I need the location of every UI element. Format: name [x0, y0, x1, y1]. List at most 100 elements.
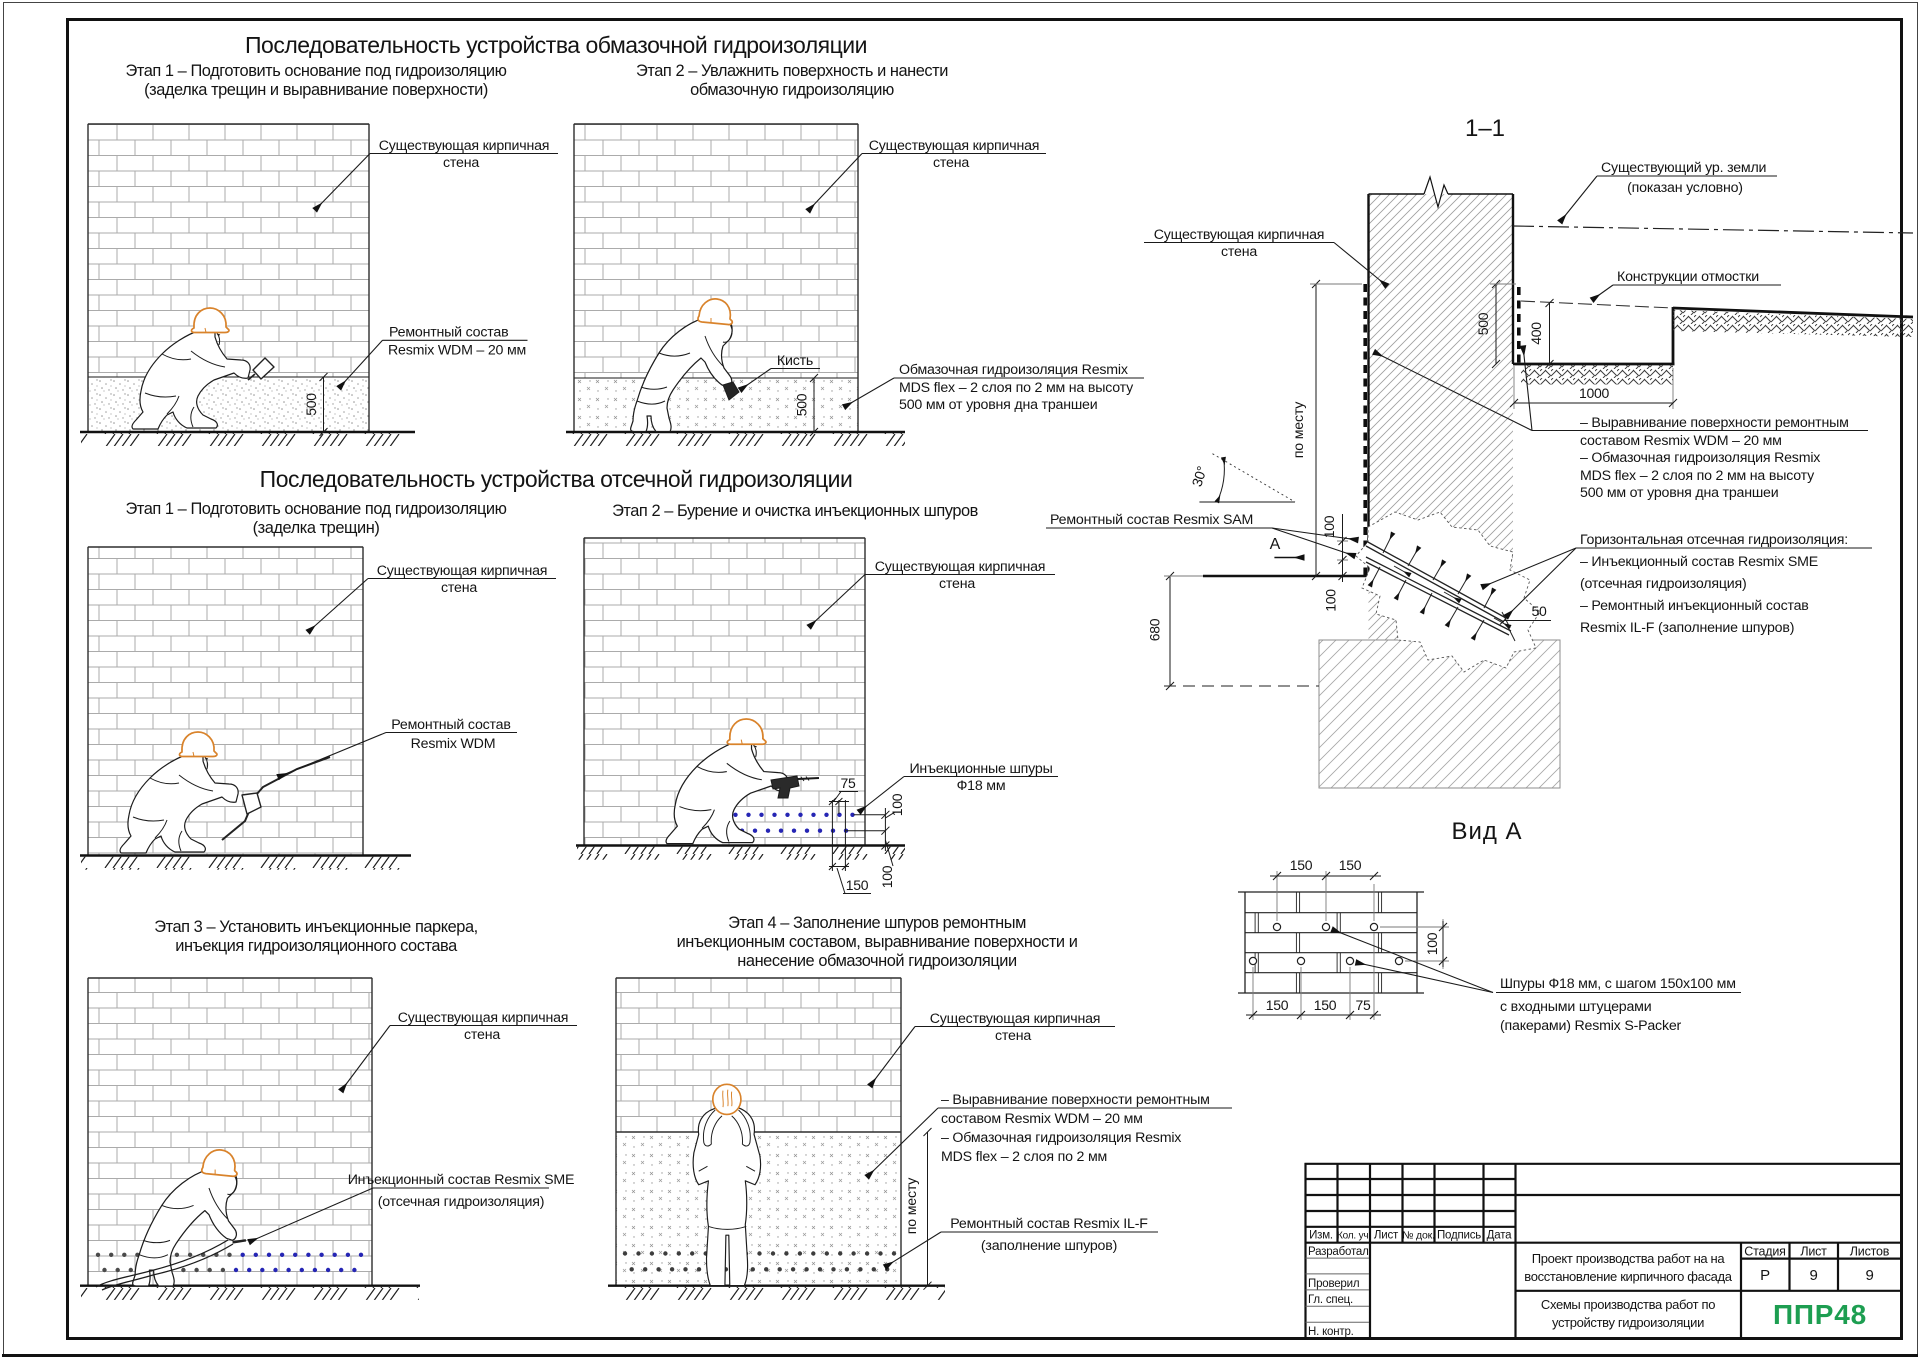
svg-text:(показан условно): (показан условно): [1627, 180, 1743, 196]
svg-text:А: А: [1270, 536, 1281, 553]
svg-text:Resmix WDM – 20 мм: Resmix WDM – 20 мм: [388, 343, 526, 359]
svg-text:обмазочную гидроизоляцию: обмазочную гидроизоляцию: [690, 81, 894, 99]
svg-text:MDS flex – 2 слоя по 2 мм: MDS flex – 2 слоя по 2 мм: [941, 1149, 1107, 1165]
svg-text:MDS flex – 2 слоя по 2 мм на в: MDS flex – 2 слоя по 2 мм на высоту: [899, 380, 1134, 396]
svg-text:Обмазочная гидроизоляция Resmi: Обмазочная гидроизоляция Resmix: [899, 362, 1128, 378]
svg-text:(заполнение шпуров): (заполнение шпуров): [981, 1238, 1117, 1254]
svg-text:Этап 2 – Увлажнить поверхность: Этап 2 – Увлажнить поверхность и нанести: [636, 62, 948, 80]
svg-text:100: 100: [1323, 589, 1339, 612]
svg-text:Стадия: Стадия: [1744, 1245, 1785, 1259]
svg-text:Ремонтный состав Resmix IL-F: Ремонтный состав Resmix IL-F: [950, 1216, 1148, 1232]
svg-text:Существующая кирпичная: Существующая кирпичная: [1154, 227, 1325, 243]
svg-text:– Обмазочная гидроизоляция Res: – Обмазочная гидроизоляция Resmix: [1580, 450, 1820, 466]
svg-text:(отсечная гидроизоляция): (отсечная гидроизоляция): [378, 1194, 545, 1210]
svg-text:Лист: Лист: [1800, 1245, 1827, 1259]
svg-text:150: 150: [1266, 997, 1289, 1013]
svg-text:с входными штуцерами: с входными штуцерами: [1500, 999, 1651, 1015]
svg-text:устройству гидроизоляции: устройству гидроизоляции: [1552, 1315, 1704, 1330]
svg-text:Этап 1 – Подготовить основание: Этап 1 – Подготовить основание под гидро…: [126, 62, 507, 80]
svg-text:500: 500: [303, 393, 319, 416]
svg-text:Этап 3 – Установить инъекцион: Этап 3 – Установить инъекционные паркера…: [154, 918, 477, 936]
svg-text:100: 100: [1321, 515, 1337, 538]
svg-text:150: 150: [1339, 857, 1362, 873]
svg-text:Горизонтальная отсечная гидрои: Горизонтальная отсечная гидроизоляция:: [1580, 532, 1848, 548]
svg-text:Последовательность устройства: Последовательность устройства отсечной г…: [260, 466, 853, 492]
svg-text:стена: стена: [464, 1027, 500, 1043]
svg-text:500: 500: [794, 393, 810, 416]
svg-text:Изм.: Изм.: [1309, 1230, 1333, 1242]
svg-text:(заделка трещин): (заделка трещин): [253, 519, 380, 537]
svg-text:Этап 1 – Подготовить основание: Этап 1 – Подготовить основание под гидро…: [126, 500, 507, 518]
svg-text:Этап 2 – Бурение и очистка инъ: Этап 2 – Бурение и очистка инъекционных …: [612, 502, 978, 520]
svg-text:по месту: по месту: [1291, 401, 1307, 459]
svg-text:Разработал: Разработал: [1308, 1246, 1369, 1258]
svg-text:Кисть: Кисть: [777, 353, 813, 369]
svg-text:– Выравнивание поверхности рем: – Выравнивание поверхности ремонтным: [1580, 415, 1849, 431]
svg-text:– Выравнивание поверхности рем: – Выравнивание поверхности ремонтным: [941, 1092, 1210, 1108]
svg-text:стена: стена: [443, 155, 479, 171]
svg-text:инъекционным составом, выравни: инъекционным составом, выравнивание пове…: [677, 933, 1078, 951]
svg-text:Проект производства работ на н: Проект производства работ на на: [1532, 1251, 1726, 1266]
svg-text:Листов: Листов: [1850, 1245, 1890, 1259]
svg-text:1–1: 1–1: [1465, 115, 1505, 142]
svg-text:Последовательность устройства: Последовательность устройства обмазочной…: [245, 32, 867, 58]
svg-text:Существующий ур. земли: Существующий ур. земли: [1601, 160, 1766, 176]
svg-text:(пакерами) Resmix S-Packer: (пакерами) Resmix S-Packer: [1500, 1018, 1682, 1034]
svg-text:Вид А: Вид А: [1451, 818, 1522, 845]
svg-text:Дата: Дата: [1487, 1230, 1512, 1242]
svg-text:Этап 4 – Заполнение шпуров рем: Этап 4 – Заполнение шпуров ремонтным: [728, 914, 1026, 932]
svg-text:50: 50: [1532, 603, 1547, 619]
svg-text:9: 9: [1809, 1267, 1817, 1284]
svg-text:Существующая кирпичная: Существующая кирпичная: [869, 138, 1040, 154]
svg-text:500: 500: [1475, 312, 1491, 335]
svg-text:инъекция гидроизоляционного со: инъекция гидроизоляционного состава: [175, 937, 458, 955]
svg-text:– Обмазочная гидроизоляция Res: – Обмазочная гидроизоляция Resmix: [941, 1130, 1181, 1146]
svg-text:Шпуры Ф18 мм, с шагом 150х100: Шпуры Ф18 мм, с шагом 150х100 мм: [1500, 976, 1736, 992]
svg-text:(заделка трещин и выравнивание: (заделка трещин и выравнивание поверхнос…: [144, 81, 488, 99]
svg-text:стена: стена: [933, 155, 969, 171]
svg-text:нанесение обмазочной гидроизол: нанесение обмазочной гидроизоляции: [737, 952, 1017, 970]
svg-text:стена: стена: [939, 576, 975, 592]
svg-text:Проверил: Проверил: [1308, 1278, 1359, 1290]
svg-text:ППР48: ППР48: [1773, 1299, 1867, 1330]
svg-text:Существующая кирпичная: Существующая кирпичная: [398, 1010, 569, 1026]
svg-text:Ф18 мм: Ф18 мм: [957, 778, 1006, 794]
svg-text:Р: Р: [1760, 1267, 1770, 1284]
svg-text:150: 150: [846, 877, 869, 893]
svg-text:№ док.: № док.: [1402, 1230, 1434, 1242]
svg-text:Инъекционные шпуры: Инъекционные шпуры: [909, 761, 1052, 777]
svg-text:составом Resmix WDM – 20 мм: составом Resmix WDM – 20 мм: [1580, 433, 1782, 449]
svg-text:Н. контр.: Н. контр.: [1308, 1326, 1354, 1338]
svg-text:Существующая кирпичная: Существующая кирпичная: [377, 563, 548, 579]
svg-text:Гл. спец.: Гл. спец.: [1308, 1294, 1353, 1306]
svg-text:MDS flex – 2 слоя по 2 мм на в: MDS flex – 2 слоя по 2 мм на высоту: [1580, 468, 1815, 484]
svg-text:Ремонтный состав: Ремонтный состав: [391, 717, 510, 733]
svg-text:Существующая кирпичная: Существующая кирпичная: [875, 559, 1046, 575]
svg-text:Существующая кирпичная: Существующая кирпичная: [379, 138, 550, 154]
svg-text:100: 100: [879, 865, 895, 888]
svg-text:9: 9: [1865, 1267, 1873, 1284]
svg-text:(отсечная гидроизоляция): (отсечная гидроизоляция): [1580, 576, 1747, 592]
svg-text:– Ремонтный инъекционный соста: – Ремонтный инъекционный состав: [1580, 598, 1809, 614]
svg-text:восстановление кирпичного фаса: восстановление кирпичного фасада: [1524, 1269, 1732, 1284]
svg-text:100: 100: [889, 793, 905, 816]
svg-text:Существующая кирпичная: Существующая кирпичная: [930, 1011, 1101, 1027]
svg-text:Схемы производства работ по: Схемы производства работ по: [1541, 1297, 1715, 1312]
svg-text:100: 100: [1424, 932, 1440, 955]
svg-text:150: 150: [1314, 997, 1337, 1013]
svg-text:1000: 1000: [1579, 385, 1609, 401]
svg-text:Подпись: Подпись: [1437, 1230, 1481, 1242]
svg-text:Инъекционный состав Resmix SME: Инъекционный состав Resmix SME: [348, 1172, 575, 1188]
svg-text:стена: стена: [995, 1028, 1031, 1044]
svg-text:Ремонтный состав: Ремонтный состав: [389, 325, 508, 341]
svg-text:Конструкции отмостки: Конструкции отмостки: [1617, 269, 1759, 285]
svg-text:30°: 30°: [1189, 464, 1210, 488]
svg-text:150: 150: [1290, 857, 1313, 873]
svg-text:500 мм от уровня дна траншеи: 500 мм от уровня дна траншеи: [1580, 485, 1778, 501]
svg-text:400: 400: [1528, 322, 1544, 345]
svg-text:Resmix IL-F (заполнение шпуров: Resmix IL-F (заполнение шпуров): [1580, 620, 1794, 636]
svg-text:составом Resmix WDM – 20 мм: составом Resmix WDM – 20 мм: [941, 1111, 1143, 1127]
svg-text:Лист: Лист: [1374, 1230, 1399, 1242]
svg-text:Кол. уч.: Кол. уч.: [1337, 1231, 1371, 1242]
svg-text:стена: стена: [441, 580, 477, 596]
